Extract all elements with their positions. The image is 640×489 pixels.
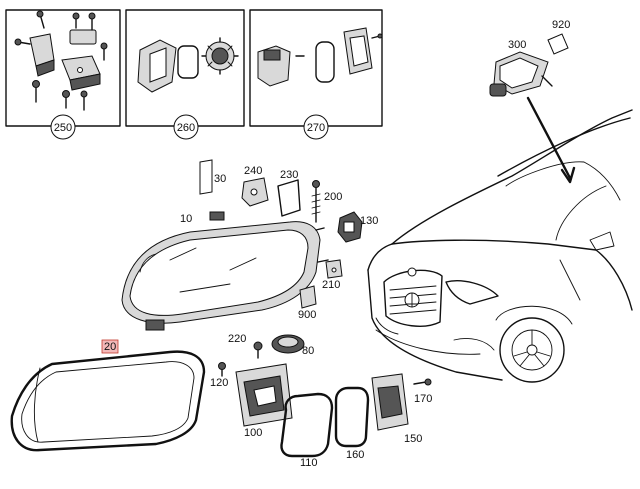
callout-80: 80: [302, 345, 314, 357]
callout-240: 240: [244, 165, 262, 177]
callout-circle-260: [173, 114, 199, 140]
control-unit-100: [235, 363, 293, 427]
leader-arrow-sensor: [526, 96, 572, 180]
detail-box-260: 260: [125, 9, 245, 140]
bracket-900: [299, 285, 317, 309]
callout-230: 230: [280, 169, 298, 181]
gasket-160: [334, 386, 370, 448]
screw-200: [311, 180, 321, 223]
callout-circle-270: [303, 114, 329, 140]
screw-120: [218, 362, 226, 377]
cover-920: [547, 33, 569, 55]
callout-20: 20: [104, 341, 116, 353]
callout-circle-250: [50, 114, 76, 140]
bracket-240: [241, 177, 269, 207]
vehicle-outline: [367, 109, 633, 383]
callout-label-270: 270: [307, 122, 325, 134]
callout-120: 120: [210, 377, 228, 389]
callout-160: 160: [346, 449, 364, 461]
headlamp-assembly-10: [121, 211, 329, 331]
control-unit-150: [371, 373, 409, 431]
callout-200: 200: [324, 191, 342, 203]
callout-100: 100: [244, 427, 262, 439]
callout-10: 10: [180, 213, 192, 225]
highlight-20: [101, 339, 119, 354]
sensor-module-300: [489, 51, 553, 97]
callout-130: 130: [360, 215, 378, 227]
mounting-bracket-set-illustration: [14, 10, 108, 111]
clip-210: [325, 259, 343, 279]
callout-900: 900: [298, 309, 316, 321]
callout-110: 110: [300, 457, 318, 469]
headlamp-module-kit-illustration: [137, 37, 239, 93]
bolt-220: [253, 341, 263, 359]
callout-300: 300: [508, 39, 526, 51]
callout-210: 210: [322, 279, 340, 291]
seal-30: [199, 159, 213, 195]
cover-lens-20: [10, 350, 206, 452]
callout-150: 150: [404, 433, 422, 445]
gasket-230: [277, 179, 301, 217]
detail-box-270: 270: [249, 9, 383, 140]
callout-label-250: 250: [54, 122, 72, 134]
screw-170: [413, 378, 432, 386]
callout-30: 30: [214, 173, 226, 185]
cap-80: [271, 334, 305, 354]
connector-130: [337, 211, 363, 243]
gasket-110: [280, 392, 334, 458]
callout-920: 920: [552, 19, 570, 31]
detail-box-250: 250: [5, 9, 121, 140]
callout-220: 220: [228, 333, 246, 345]
callout-label-260: 260: [177, 122, 195, 134]
ballast-module-kit-illustration: [257, 27, 383, 87]
callout-170: 170: [414, 393, 432, 405]
